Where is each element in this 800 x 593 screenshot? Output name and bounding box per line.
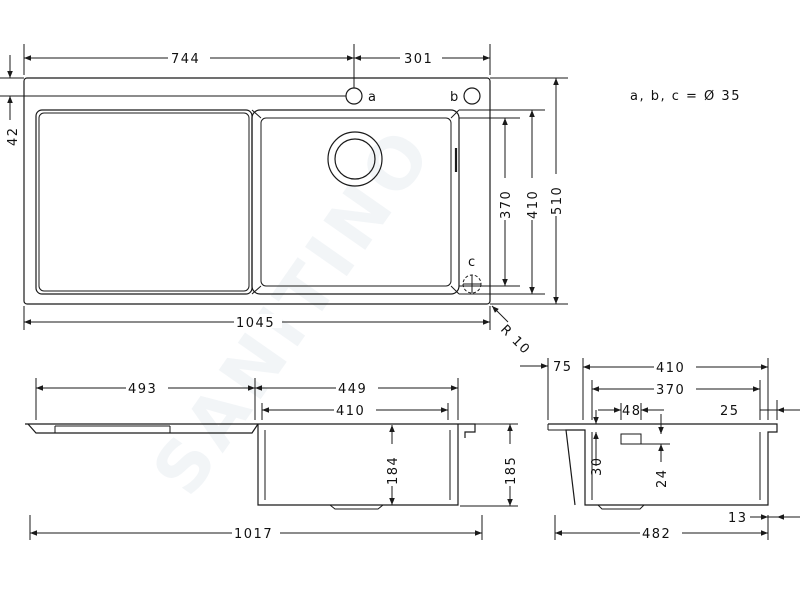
drain-inner bbox=[334, 138, 376, 180]
dim-r10: R 10 bbox=[497, 322, 533, 358]
front-bowl bbox=[257, 424, 459, 506]
dim-1017: 1017 bbox=[234, 527, 273, 542]
label-c: c bbox=[468, 255, 477, 270]
dim-493: 493 bbox=[128, 382, 157, 397]
dim-48: 48 bbox=[622, 404, 642, 419]
dim-184: 184 bbox=[386, 456, 401, 485]
dim-449: 449 bbox=[338, 382, 367, 397]
dim-410: 410 bbox=[526, 190, 541, 219]
dim-30: 30 bbox=[590, 456, 605, 476]
dim-301: 301 bbox=[404, 52, 433, 67]
dim-25: 25 bbox=[720, 404, 740, 419]
bowl-inner bbox=[260, 117, 452, 287]
label-b: b bbox=[450, 90, 460, 105]
dim-744: 744 bbox=[171, 52, 200, 67]
top-view: a b c 744 301 42 370 410 510 bbox=[0, 44, 568, 358]
side-profile bbox=[548, 423, 778, 506]
top-outline bbox=[23, 77, 491, 305]
dim-42: 42 bbox=[6, 126, 21, 146]
label-a: a bbox=[368, 90, 377, 105]
dim-370: 370 bbox=[499, 190, 514, 219]
tap-hole-a-icon bbox=[345, 87, 363, 105]
dim-13: 13 bbox=[728, 511, 748, 526]
tap-hole-b-icon bbox=[463, 87, 481, 105]
side-view: 75 410 370 48 25 30 24 bbox=[520, 358, 800, 542]
dim-side-370: 370 bbox=[656, 383, 685, 398]
dim-24: 24 bbox=[655, 468, 670, 488]
dim-1045: 1045 bbox=[236, 316, 275, 331]
dim-75: 75 bbox=[553, 360, 573, 375]
drain-outer bbox=[327, 131, 383, 187]
watermark: SANITINO bbox=[137, 111, 450, 510]
hole-diameter-note: a, b, c = Ø 35 bbox=[630, 89, 741, 104]
dim-side-410: 410 bbox=[656, 361, 685, 376]
drainboard bbox=[35, 109, 253, 295]
dim-482: 482 bbox=[642, 527, 671, 542]
front-view: 493 449 410 184 185 1017 bbox=[25, 378, 519, 542]
drainboard-inner bbox=[38, 112, 250, 292]
dim-510: 510 bbox=[550, 186, 565, 215]
dim-front-410: 410 bbox=[336, 404, 365, 419]
dim-185: 185 bbox=[504, 456, 519, 485]
bowl-outline bbox=[251, 109, 460, 295]
